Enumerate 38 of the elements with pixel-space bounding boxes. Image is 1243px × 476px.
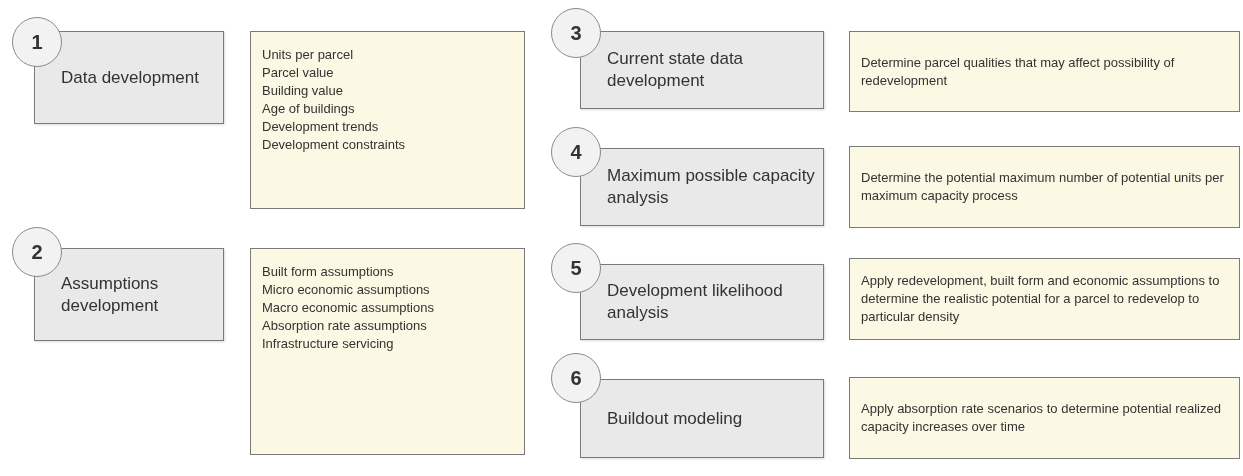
description-text: Determine parcel qualities that may affect possibility of redevelopment (861, 53, 1176, 90)
step-box (580, 148, 824, 226)
list-item: Absorption rate assumptions (262, 317, 428, 335)
step-title: Assumptions development (61, 272, 160, 317)
list-item: Macro economic assumptions (262, 299, 435, 317)
list-item: Development constraints (262, 136, 407, 154)
list-item: Built form assumptions (262, 263, 395, 281)
step-number: 4 (570, 140, 582, 165)
step-title: Current state data development (607, 48, 745, 92)
description-box (849, 31, 1240, 112)
step-number: 2 (31, 240, 43, 265)
list-item: Building value (262, 82, 344, 100)
step-box (580, 379, 824, 458)
list-item: Micro economic assumptions (262, 281, 431, 299)
list-item: Infrastructure servicing (262, 335, 395, 353)
step-number: 6 (570, 366, 582, 391)
step-box (34, 31, 224, 124)
description-box (849, 377, 1240, 459)
description-text: Determine the potential maximum number of potential units per maximum capacity process (861, 169, 1225, 205)
detail-list-box (250, 31, 525, 209)
step-title: Buildout modeling (607, 407, 743, 430)
list-item: Parcel value (262, 64, 335, 82)
detail-list-box (250, 248, 525, 455)
step-number: 1 (31, 30, 43, 55)
description-box (849, 258, 1240, 340)
description-text: Apply absorption rate scenarios to determine potential realized capacity increases over time (861, 400, 1222, 436)
step-box (580, 264, 824, 340)
step-number: 3 (570, 21, 582, 46)
step-number: 5 (570, 256, 582, 281)
list-item: Age of buildings (262, 100, 356, 118)
list-item: Units per parcel (262, 46, 355, 64)
step-title: Maximum possible capacity analysis (607, 165, 815, 209)
list-item: Development trends (262, 118, 380, 136)
step-title: Data development (61, 66, 199, 89)
step-title: Development likelihood analysis (607, 280, 784, 324)
description-box (849, 146, 1240, 228)
step-box (580, 31, 824, 109)
description-text: Apply redevelopment, built form and economic assumptions to determine the realistic potential for a parcel to redevelop to particular density (861, 272, 1221, 326)
